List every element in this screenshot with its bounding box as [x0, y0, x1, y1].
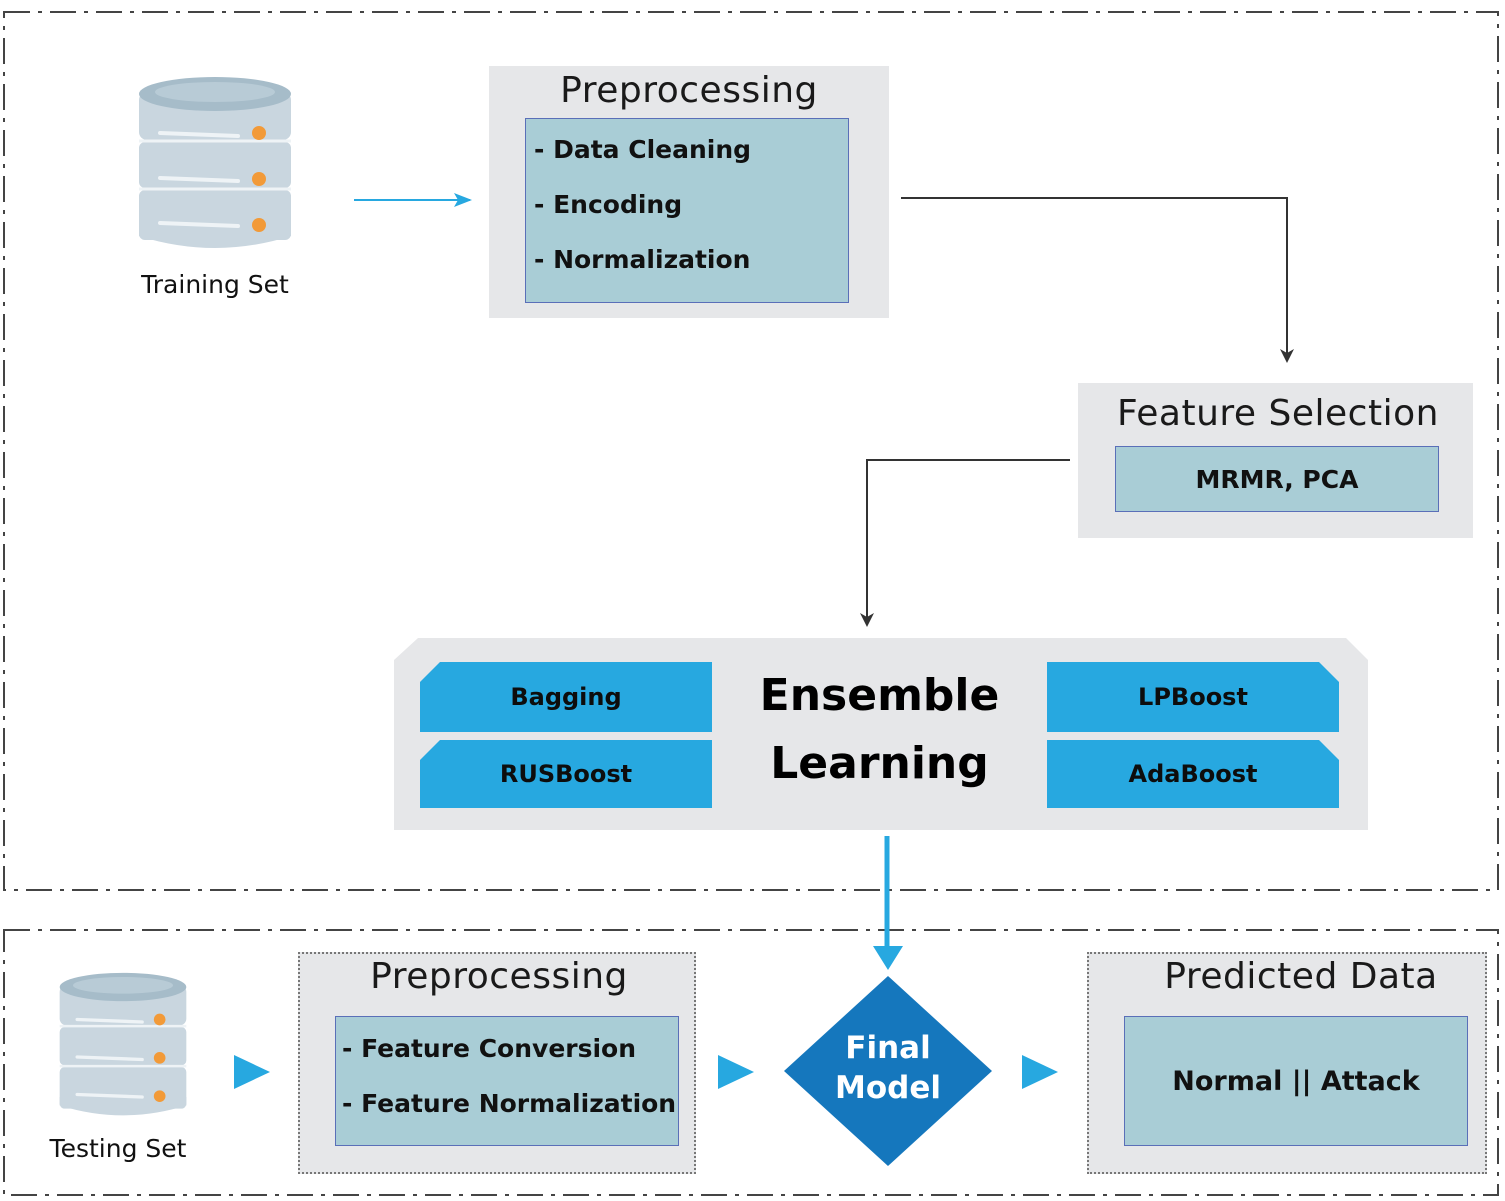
- training-preprocessing-title: Preprocessing: [560, 70, 818, 111]
- training-preprocessing-panel: Preprocessing - Data Cleaning - Encoding…: [489, 66, 889, 318]
- ensemble-title-line1: Ensemble: [759, 670, 1000, 721]
- training-set-label: Training Set: [141, 270, 289, 299]
- algorithm-lpboost: LPBoost: [1047, 662, 1339, 732]
- testing-database-icon: [59, 972, 187, 1116]
- feature-selection-panel: Feature Selection MRMR, PCA: [1078, 383, 1473, 538]
- arrow-test-db-to-preprocessing: [234, 1055, 270, 1089]
- ensemble-title-line2: Learning: [770, 738, 989, 789]
- arrow-preprocessing-to-feature-selection: [901, 197, 1294, 363]
- testing-preprocessing-panel: Preprocessing - Feature Conversion - Fea…: [298, 952, 696, 1174]
- testing-preprocessing-list: - Feature Conversion - Feature Normaliza…: [335, 1016, 679, 1146]
- arrow-feature-selection-to-ensemble: [860, 459, 1070, 627]
- testing-preprocessing-title: Preprocessing: [370, 956, 628, 997]
- predicted-data-panel: Predicted Data Normal || Attack: [1087, 952, 1487, 1174]
- feature-selection-methods: MRMR, PCA: [1115, 446, 1439, 512]
- algorithm-rusboost: RUSBoost: [420, 740, 712, 808]
- arrow-preprocessing-to-final-model: [718, 1055, 754, 1089]
- final-model-diamond: [784, 976, 992, 1166]
- algorithm-bagging: Bagging: [420, 662, 712, 732]
- list-item: - Data Cleaning: [534, 135, 752, 164]
- algorithm-adaboost: AdaBoost: [1047, 740, 1339, 808]
- list-item: - Normalization: [534, 245, 751, 274]
- final-model-line2: Model: [835, 1070, 941, 1106]
- predicted-data-value: Normal || Attack: [1124, 1016, 1468, 1146]
- feature-selection-title: Feature Selection: [1117, 393, 1439, 434]
- training-preprocessing-list: - Data Cleaning - Encoding - Normalizati…: [525, 118, 849, 303]
- arrow-head-final-model: [873, 946, 903, 970]
- arrow-final-model-to-predicted: [1022, 1055, 1058, 1089]
- training-section-border: [3, 11, 1499, 891]
- list-item: - Encoding: [534, 190, 683, 219]
- list-item: - Feature Conversion: [342, 1034, 637, 1063]
- list-item: - Feature Normalization: [342, 1089, 677, 1118]
- predicted-data-title: Predicted Data: [1164, 956, 1438, 997]
- testing-set-label: Testing Set: [49, 1134, 187, 1163]
- testing-section-border: [3, 929, 1499, 1196]
- final-model-line1: Final: [845, 1030, 931, 1066]
- training-database-icon: [139, 77, 291, 248]
